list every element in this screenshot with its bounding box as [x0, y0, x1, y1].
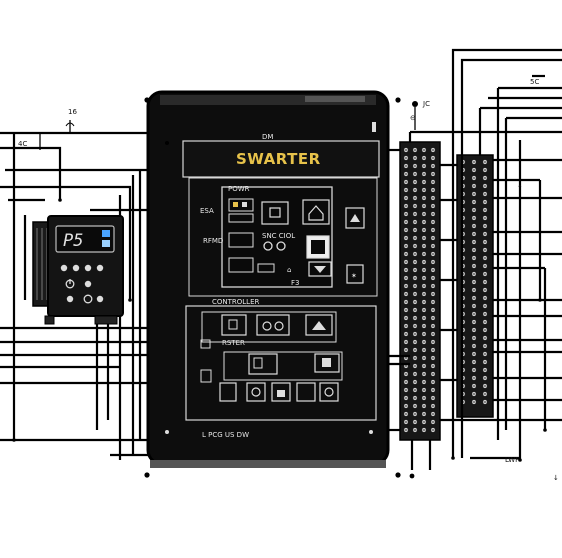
section-label-control: CONTROLLER — [212, 298, 260, 306]
controller-display-text: P5 — [63, 231, 83, 251]
annotation-bottom-right: LWF — [505, 456, 519, 464]
annotation-top-right-a: JC — [422, 100, 430, 108]
panel-button[interactable] — [246, 382, 266, 402]
display-label-a: POWR — [228, 185, 250, 193]
up-arrow-icon[interactable] — [345, 207, 365, 229]
main-cabinet: DM SWARTER POWR ESA RFMD SNC CIOL ⌂ F3 — [146, 90, 401, 478]
cabinet-top-label: DM — [262, 133, 273, 141]
keypad-button[interactable] — [60, 264, 68, 272]
keypad-button[interactable] — [96, 295, 104, 303]
keypad-button[interactable] — [72, 264, 80, 272]
star-icon[interactable] — [346, 264, 364, 284]
title-panel — [182, 140, 380, 178]
svg-text:F3: F3 — [291, 279, 299, 287]
terminal-block-left — [399, 141, 441, 441]
svg-text:✶: ✶ — [351, 272, 357, 280]
panel-button[interactable] — [314, 353, 340, 373]
cabinet-handle — [305, 96, 365, 102]
panel-button[interactable] — [319, 382, 339, 402]
right-wiring — [408, 48, 562, 479]
antenna-icon — [65, 122, 75, 127]
cabinet-bottom-label: L PCG US DW — [202, 431, 249, 439]
gear-icon[interactable] — [83, 294, 93, 304]
lock-icon[interactable] — [271, 382, 291, 402]
display-label-b: ESA — [200, 207, 214, 215]
up-arrow-icon[interactable] — [305, 314, 333, 336]
keypad-button[interactable] — [84, 264, 92, 272]
panel-button[interactable] — [296, 382, 316, 402]
display-label-c: RFMD — [203, 237, 223, 245]
controller-keypad[interactable] — [60, 264, 104, 304]
annotation-top-right-b: 5C — [530, 78, 539, 86]
controller-status-led — [102, 230, 110, 237]
svg-text:⊖: ⊖ — [410, 114, 416, 122]
keypad-button[interactable] — [66, 295, 74, 303]
panel-button[interactable] — [248, 353, 278, 375]
controller-display — [55, 225, 115, 253]
keypad-button[interactable] — [96, 264, 104, 272]
svg-text:⌂: ⌂ — [287, 266, 291, 274]
svg-text:↑: ↑ — [517, 184, 523, 192]
ground-point-icon — [412, 101, 418, 107]
cabinet-to-terminal-wiring — [388, 148, 457, 432]
annotation-top-left-a: 4C — [18, 140, 27, 148]
section-label-ruler: RSTER — [222, 339, 245, 347]
keypad-button[interactable] — [84, 280, 92, 288]
status-indicator[interactable] — [261, 201, 289, 225]
panel-button[interactable] — [256, 314, 290, 336]
svg-text:↓: ↓ — [553, 474, 559, 482]
home-icon[interactable] — [302, 199, 330, 225]
cabinet-title: SWARTER — [236, 150, 321, 168]
panel-button[interactable] — [219, 382, 237, 402]
panel-button[interactable] — [221, 314, 247, 336]
annotation-top-left-b: 16 — [68, 108, 77, 116]
controller-unit: P5 — [32, 215, 124, 325]
down-arrow-icon[interactable] — [308, 261, 332, 277]
display-label-d: SNC CIOL — [262, 232, 295, 240]
